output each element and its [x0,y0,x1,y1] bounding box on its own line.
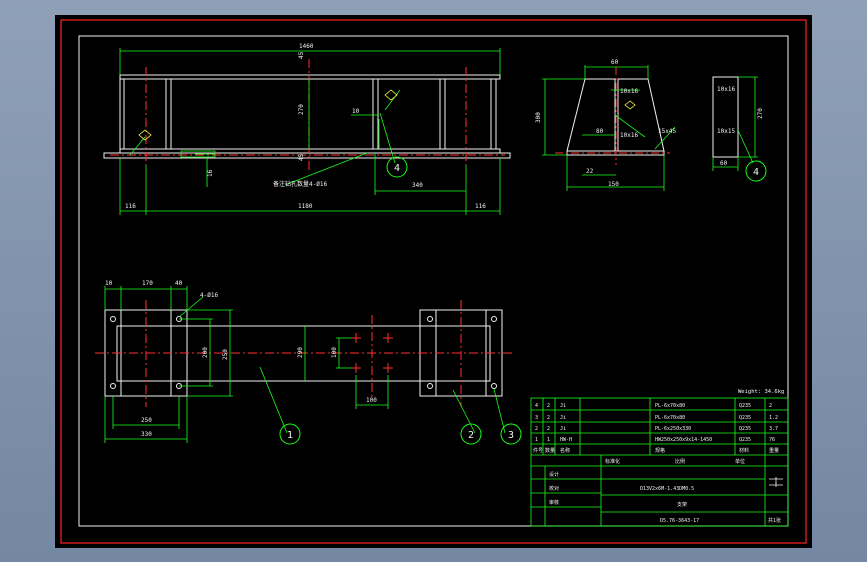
row3-wt: 1.2 [769,415,778,421]
side-dim-height: 300 [535,112,542,123]
plate-dimensions [712,76,758,171]
logo-icon [769,477,783,487]
plan-dim-200: 200 [202,347,209,358]
plan-dim-w250: 250 [141,417,152,424]
hdr-mat: 材料 [739,447,749,454]
drawing-name: 支架 [677,501,687,508]
side-note-chamfer: 15x45 [658,128,676,135]
row1-no: 1 [535,437,538,443]
dim-bar: 45 [298,51,305,59]
front-view [103,74,511,159]
row4-name: Ji [560,403,566,409]
balloon-4-plate: 4 [753,167,759,178]
dim-overall: 1460 [299,43,314,50]
balloons [279,156,767,445]
balloon-4-front: 4 [394,163,400,174]
plan-dim-w330: 330 [141,431,152,438]
plate-view [712,76,739,158]
dim-left-offset: 116 [125,203,136,210]
plan-dim-10: 10 [105,280,113,287]
row4-no: 4 [535,403,538,409]
side-dim-bottom: 150 [608,181,619,188]
row1-qty: 1 [547,437,550,443]
unit-label: 单位 [735,458,745,465]
hdr-spec: 规格 [655,447,665,454]
row2-qty: 2 [547,426,550,432]
side-dimensions [542,65,676,191]
plan-center-marks [351,333,393,373]
dim-small: 10 [352,108,360,115]
side-centerlines [555,67,670,165]
plan-dim-290: 290 [297,347,304,358]
cad-drawing: 1460 116 1180 116 270 45 45 16 340 10 备注… [60,19,807,544]
front-centerlines [110,59,505,173]
front-note: 备注钻孔数量4-Ø16 [273,180,327,188]
outer-border [60,19,807,544]
row1-mat: Q235 [739,437,751,443]
plate-note-w1: 10x16 [717,86,735,93]
plate-note-w2: 10x15 [717,128,735,135]
inner-border [78,35,789,527]
row3-qty: 2 [547,415,550,421]
row4-spec: PL-6x70x80 [655,403,685,409]
row3-no: 3 [535,415,538,421]
hdr-name: 名称 [560,447,570,454]
side-note-w1: 10x16 [620,88,638,95]
dim-hole: 16 [207,169,214,177]
row2-spec: PL-6x250x330 [655,426,691,432]
weight-label: Weight: 34.6kg [738,389,784,395]
designer-label: 设计 [549,471,559,478]
plan-holes-note: 4-Ø16 [200,292,218,299]
balloon-3: 3 [508,430,514,441]
row2-no: 2 [535,426,538,432]
plan-dim-100: 100 [331,347,338,358]
row2-name: Ji [560,426,566,432]
row3-spec: PL-6x70x80 [655,415,685,421]
row3-mat: Q235 [739,415,751,421]
row2-wt: 3.7 [769,426,778,432]
side-dim-sub: 22 [586,168,594,175]
dim-height: 270 [298,104,305,115]
row2-mat: Q235 [739,426,751,432]
plan-dimensions [104,286,506,443]
plan-dim-w100: 100 [366,397,377,404]
front-dimensions [119,48,501,215]
dim-middle: 1180 [298,203,313,210]
weld-symbol-front [138,89,398,141]
side-dim-top: 60 [611,59,619,66]
plan-dim-40: 40 [175,280,183,287]
weld-symbol-side [624,100,636,110]
row4-mat: Q235 [739,403,751,409]
row4-wt: 2 [769,403,772,409]
plate-dim-height: 270 [757,108,764,119]
standard-label: 标准化 [605,458,620,465]
approve-label: 审核 [549,499,559,506]
hdr-wt: 重量 [769,447,779,454]
row3-name: Ji [560,415,566,421]
drawing-sheet: 1460 116 1180 116 270 45 45 16 340 10 备注… [55,15,812,548]
sheet-count: 共1张 [768,517,781,524]
side-dim-mid: 80 [596,128,604,135]
row1-name: HW-H [560,437,572,443]
row1-spec: HW250x250x9x14-1450 [655,437,712,443]
project-code: D13V2x6M-1.43DM0.5 [640,486,694,492]
side-note-w2: 10x16 [620,132,638,139]
hdr-qty: 数量 [545,447,555,454]
title-block [530,397,789,527]
plan-dim-170: 170 [142,280,153,287]
plan-dim-250: 250 [222,349,229,360]
plate-dim-bottom: 60 [720,160,728,167]
dim-bar-low: 45 [298,153,305,161]
hdr-no: 件号 [533,447,543,454]
balloon-1: 1 [287,430,293,441]
row1-wt: 76 [769,437,775,443]
drawing-number: D5.76-3643-17 [660,518,699,524]
checker-label: 校对 [549,485,559,492]
dim-right-offset: 116 [475,203,486,210]
dim-spacing: 340 [412,182,423,189]
scale-label: 比例 [675,458,685,465]
row4-qty: 2 [547,403,550,409]
balloon-2: 2 [468,430,474,441]
